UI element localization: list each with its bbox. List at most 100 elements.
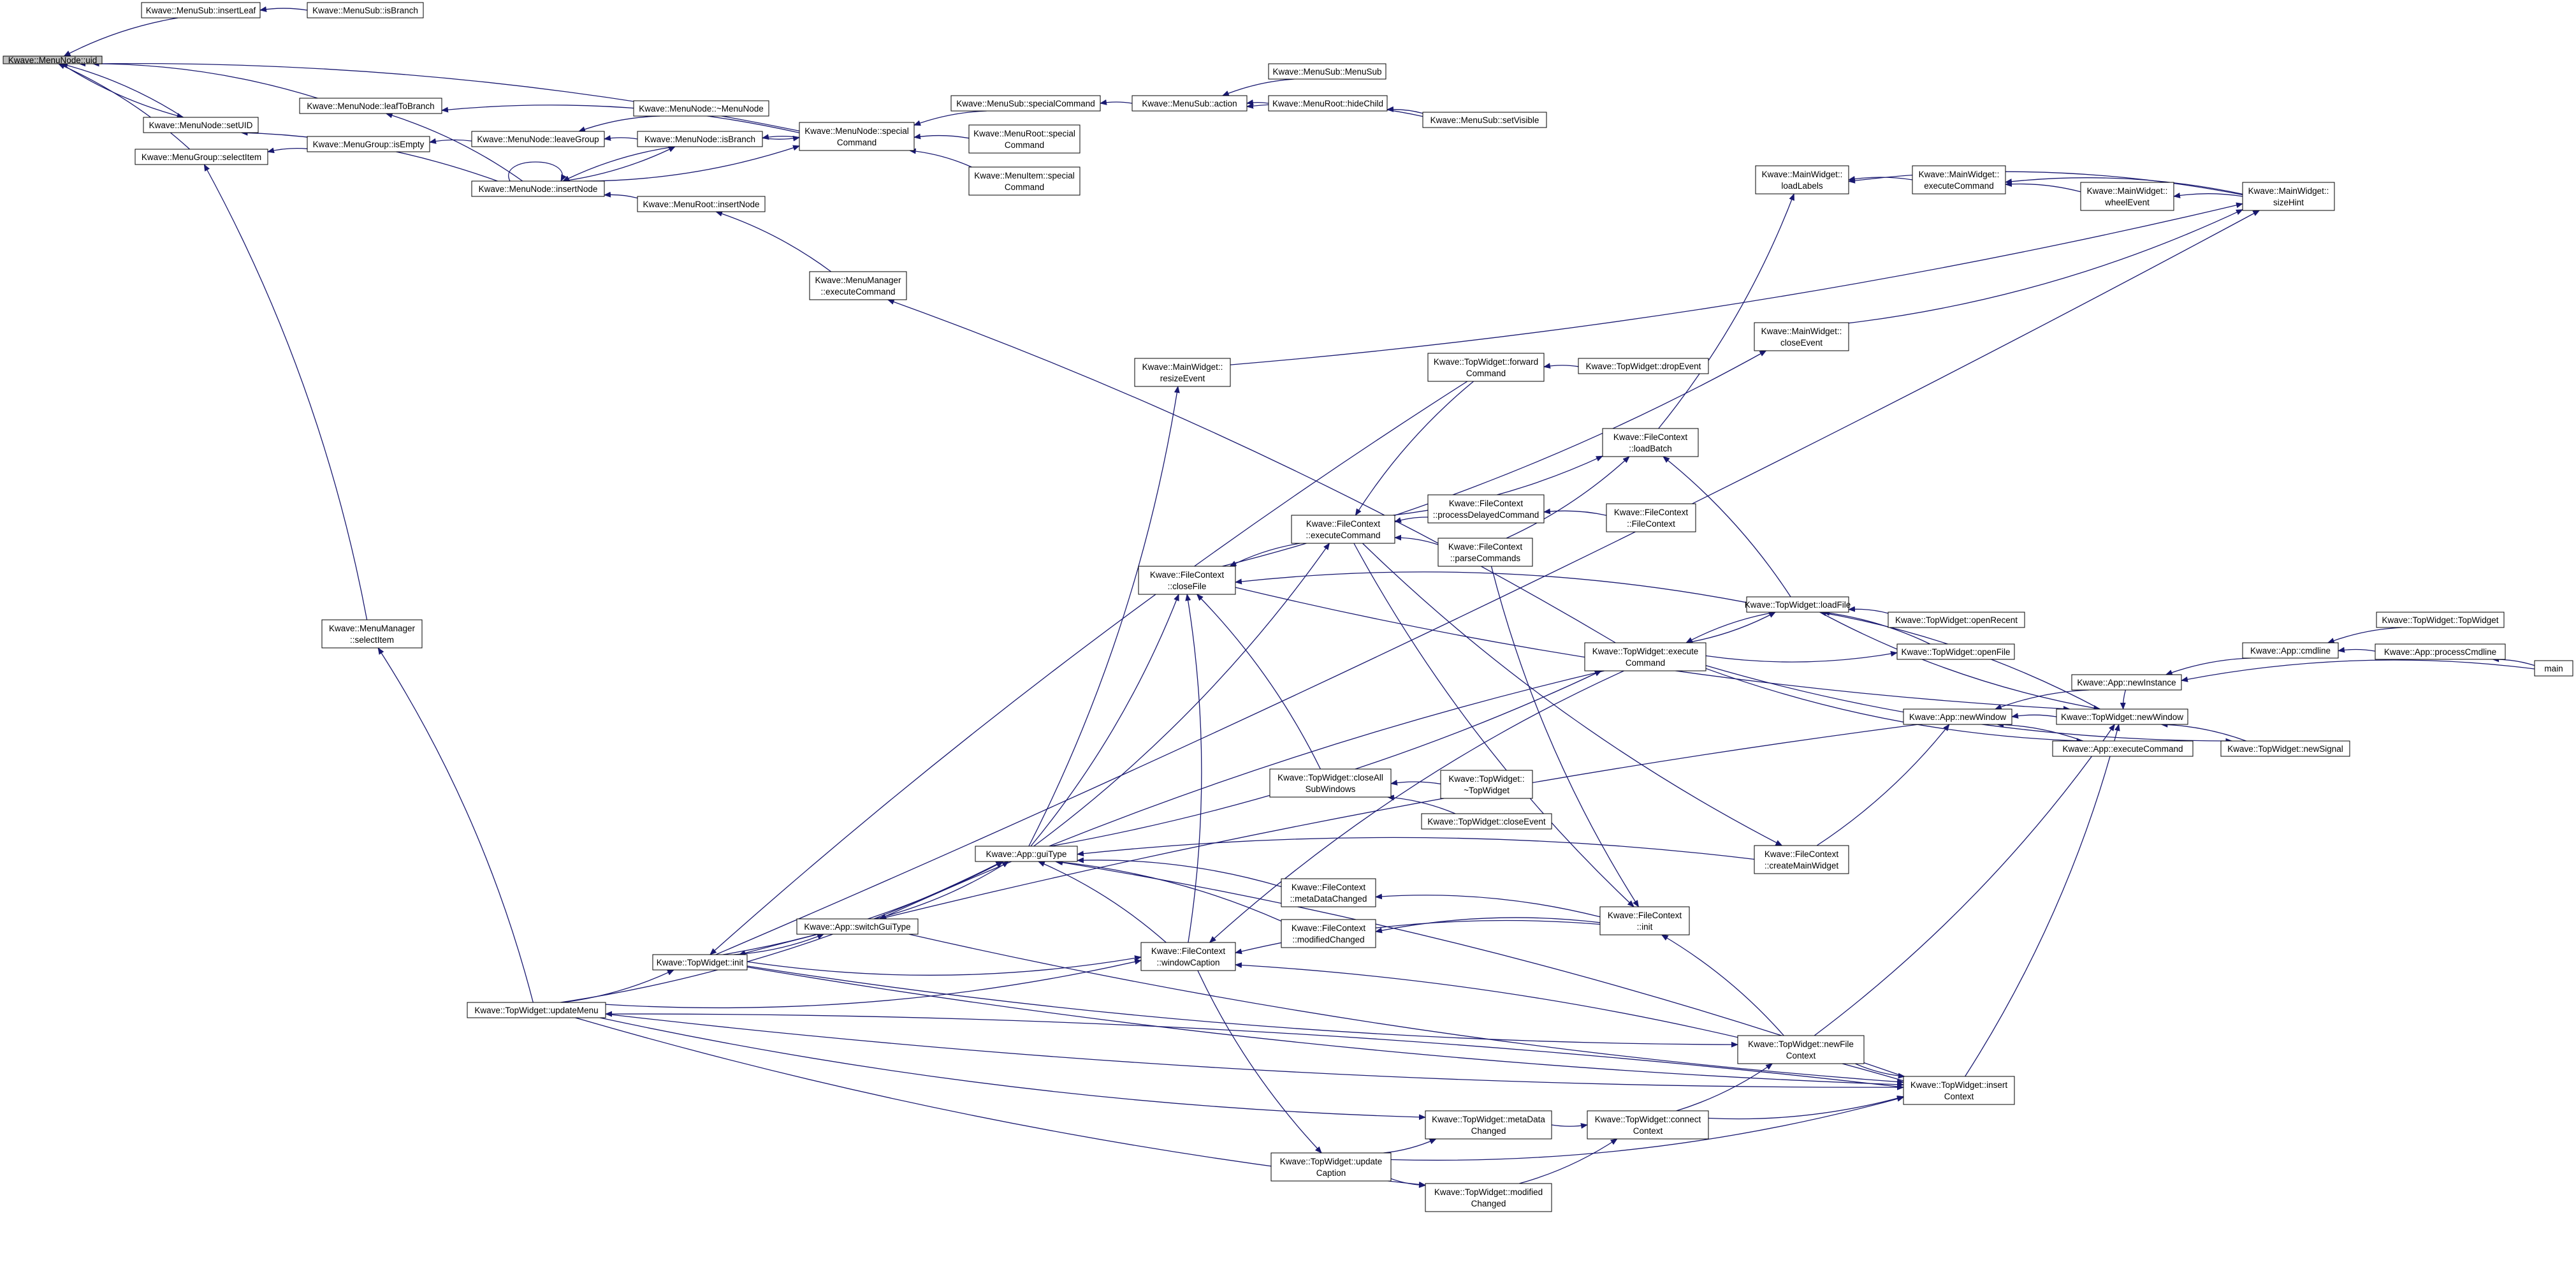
graph-node[interactable]: Kwave::MenuSub::insertLeaf [141,2,261,18]
graph-node[interactable]: Kwave::MenuNode::specialCommand [799,122,915,151]
call-edge [1519,1138,1618,1184]
call-edge [1353,543,1634,907]
graph-node[interactable]: Kwave::App::executeCommand [2052,740,2194,757]
node-box [1281,878,1376,907]
graph-node[interactable]: Kwave::TopWidget::openRecent [1888,612,2025,628]
graph-node[interactable]: Kwave::FileContext::init [1599,906,1690,935]
call-edge [1386,106,1423,114]
node-label: Kwave::FileContext [1151,946,1226,956]
graph-node[interactable]: Kwave::TopWidget::TopWidget [2376,612,2505,628]
graph-node[interactable]: Kwave::TopWidget::modifiedChanged [1425,1183,1552,1212]
graph-node[interactable]: Kwave::MenuSub::setVisible [1422,112,1547,128]
graph-node[interactable]: Kwave::FileContext::windowCaption [1140,942,1236,971]
graph-node[interactable]: Kwave::MenuSub::MenuSub [1268,63,1386,80]
graph-node[interactable]: Kwave::MainWidget::loadLabels [1755,165,1849,194]
graph-node[interactable]: Kwave::MenuManager::selectItem [321,619,423,649]
graph-node[interactable]: Kwave::TopWidget::updateMenu [467,1002,606,1018]
graph-node[interactable]: Kwave::MenuItem::specialCommand [968,166,1081,196]
graph-node[interactable]: Kwave::FileContext::createMainWidget [1754,845,1849,874]
graph-node[interactable]: Kwave::TopWidget::metaDataChanged [1425,1110,1552,1140]
graph-node[interactable]: Kwave::MenuRoot::insertNode [637,196,766,212]
graph-node[interactable]: Kwave::MainWidget::resizeEvent [1134,358,1231,387]
graph-node[interactable]: Kwave::MainWidget::closeEvent [1754,322,1849,351]
node-label: ::processDelayedCommand [1433,510,1539,520]
graph-node[interactable]: Kwave::App::guiType [975,846,1078,862]
graph-node[interactable]: Kwave::MenuNode::insertNode [471,180,605,197]
graph-node[interactable]: Kwave::FileContext::loadBatch [1602,428,1699,457]
graph-node[interactable]: Kwave::MenuManager::executeCommand [809,271,907,300]
graph-node[interactable]: Kwave::MainWidget::sizeHint [2242,182,2335,211]
call-edge [1816,724,1950,846]
node-label: Kwave::App::guiType [986,849,1067,859]
graph-node[interactable]: Kwave::MenuNode::setUID [143,117,259,133]
call-edge [1056,860,1904,1077]
call-edge [709,381,1468,955]
graph-node[interactable]: Kwave::MenuNode::isBranch [637,131,763,147]
graph-node[interactable]: Kwave::MenuNode::leafToBranch [299,98,442,114]
graph-node[interactable]: Kwave::FileContext::closeFile [1138,566,1236,595]
graph-node[interactable]: Kwave::App::newInstance [2071,674,2182,691]
node-label: resizeEvent [1160,374,1205,383]
node-label: Kwave::App::executeCommand [2062,744,2183,754]
graph-node[interactable]: Kwave::TopWidget::newWindow [2056,708,2188,725]
node-label: Kwave::MenuRoot::special [973,129,1075,138]
graph-node[interactable]: Kwave::MenuGroup::isEmpty [307,136,430,152]
graph-node[interactable]: Kwave::TopWidget::~TopWidget [1440,770,1533,799]
graph-node[interactable]: Kwave::MainWidget::wheelEvent [2080,182,2174,211]
graph-node[interactable]: Kwave::TopWidget::openFile [1896,643,2015,660]
call-edge [1994,689,2090,710]
call-edge [1819,612,2101,711]
graph-node[interactable]: Kwave::TopWidget::init [652,954,748,971]
graph-node[interactable]: Kwave::TopWidget::executeCommand [1584,642,1706,671]
node-box [1132,95,1248,112]
graph-node[interactable]: Kwave::MenuSub::specialCommand [950,95,1101,112]
graph-node[interactable]: Kwave::MenuSub::action [1132,95,1248,112]
graph-node[interactable]: Kwave::MenuGroup::selectItem [135,149,268,165]
call-edge [1375,893,1601,918]
graph-node[interactable]: Kwave::MenuNode::leaveGroup [471,131,605,147]
graph-node[interactable]: Kwave::MenuNode::uid [3,55,103,65]
call-edge [1221,78,1295,96]
graph-node[interactable]: Kwave::FileContext::FileContext [1606,503,1696,532]
call-edge [441,105,800,133]
node-box [633,100,769,117]
call-edge [605,1011,1904,1088]
graph-node[interactable]: Kwave::FileContext::processDelayedComman… [1427,494,1545,524]
graph-node[interactable]: Kwave::TopWidget::dropEvent [1578,358,1709,374]
node-label: Kwave::TopWidget::modified [1434,1187,1543,1197]
graph-node[interactable]: Kwave::App::cmdline [2242,642,2339,659]
graph-node[interactable]: Kwave::TopWidget::loadFile [1745,596,1851,613]
graph-node[interactable]: main [2534,660,2573,677]
graph-node[interactable]: Kwave::MenuRoot::hideChild [1268,95,1388,112]
graph-node[interactable]: Kwave::FileContext::modifiedChanged [1281,919,1376,948]
graph-node[interactable]: Kwave::FileContext::parseCommands [1437,538,1533,567]
graph-node[interactable]: Kwave::App::processCmdline [2375,643,2506,660]
graph-node[interactable]: Kwave::MainWidget::executeCommand [1912,165,2006,194]
call-edge [1390,1096,1904,1161]
node-box [307,136,430,152]
call-edge [1054,859,1282,922]
node-box [968,166,1081,196]
call-edge [722,861,1004,955]
node-label: Context [1944,1092,1974,1101]
graph-node[interactable]: Kwave::FileContext::metaDataChanged [1281,878,1376,907]
graph-node[interactable]: Kwave::MenuSub::isBranch [307,2,424,18]
graph-node[interactable]: Kwave::TopWidget::closeEvent [1421,813,1552,830]
graph-node[interactable]: Kwave::App::newWindow [1903,708,2012,725]
node-label: executeCommand [1924,181,1994,191]
node-label: Kwave::App::newInstance [2077,678,2176,687]
graph-node[interactable]: Kwave::MenuNode::~MenuNode [633,100,769,117]
graph-node[interactable]: Kwave::TopWidget::newSignal [2220,740,2350,757]
node-label: Kwave::TopWidget::closeEvent [1427,817,1546,826]
call-edge [585,145,800,182]
graph-node[interactable]: Kwave::App::switchGuiType [796,918,919,935]
graph-node[interactable]: Kwave::MenuRoot::specialCommand [968,124,1081,154]
graph-node[interactable]: Kwave::FileContext::executeCommand [1291,515,1395,544]
call-edge [1375,917,1601,934]
